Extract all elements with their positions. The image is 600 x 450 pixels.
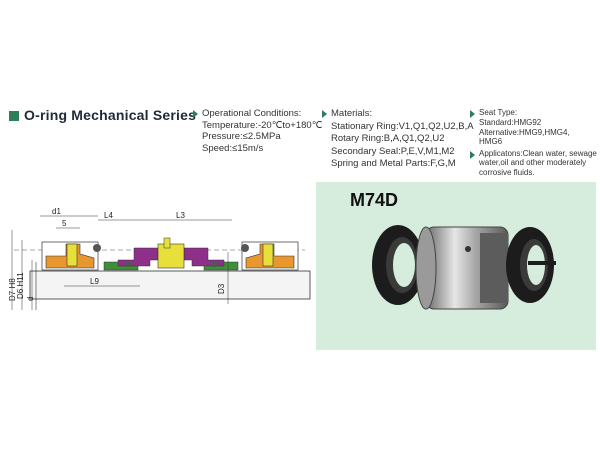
dim-l4: L4 [104,211,113,220]
temperature-range: Temperature:-20℃to+180℃ [202,119,323,131]
dim-5: 5 [62,219,67,228]
seat-alternative: Alternative:HMG9,HMG4, [479,127,570,137]
seat-standard: Standard:HMG92 [479,118,542,127]
speed-limit: Speed:≤15m/s [202,142,264,154]
dim-d1: d1 [52,207,61,216]
materials-heading: Materials: [331,108,373,119]
seal-cross-section-drawing: d1 5 L4 L3 L9 D3 D7 H8 D6 H11 d [8,207,311,310]
triangle-bullet-icon [470,110,475,118]
dim-l3: L3 [176,211,185,220]
center-sleeve [157,243,185,269]
triangle-bullet-icon [193,110,198,118]
series-marker-square [9,111,19,121]
shaft [29,270,311,300]
operational-heading: Operational Conditions: [202,108,302,119]
series-title: O-ring Mechanical Series [24,107,197,123]
secondary-seal: Secondary Seal:P,E,V,M1,M2 [331,145,455,157]
rotary-o-ring-right [210,260,218,268]
dim-d6: D6 H11 [16,272,25,299]
set-screw [465,246,471,252]
applications-text: Applicatons:Clean water, sewage water,oi… [479,148,597,177]
triangle-bullet-icon [322,110,327,118]
seat-heading: Seat Type: [479,108,518,117]
triangle-bullet-icon [470,150,475,159]
right-seat-insert [262,243,274,267]
rotary-ring-left [117,247,159,267]
seat-type: Seat Type: Standard:HMG92 Alternative:HM… [470,108,600,177]
model-number: M74D [350,190,399,210]
rotary-ring-right [183,247,225,267]
dim-l9: L9 [90,277,99,286]
dim-d: d [26,297,35,301]
dim-d7: D7 H8 [8,278,17,301]
materials: Materials: Stationary Ring:V1,Q1,Q2,U2,B… [322,108,474,171]
rotary-ring: Rotary Ring:B,A,Q1,Q2,U2 [331,133,445,144]
product-photo [372,225,556,310]
rotary-o-ring-left [124,260,132,268]
left-seat-insert [66,243,78,267]
right-seat-o-ring [241,244,249,252]
pressure-limit: Pressure:≤2.5MPa [202,131,281,142]
seat-alternative-cont: HMG6 [479,137,503,146]
drive-pin [163,237,171,249]
left-seat-o-ring [93,244,101,252]
stationary-ring: Stationary Ring:V1,Q1,Q2,U2,B,A [331,120,474,132]
dim-d3: D3 [217,283,226,294]
spring-metal-parts: Spring and Metal Parts:F,G,M [331,158,456,169]
operational-conditions: Operational Conditions: Temperature:-20℃… [193,108,322,154]
